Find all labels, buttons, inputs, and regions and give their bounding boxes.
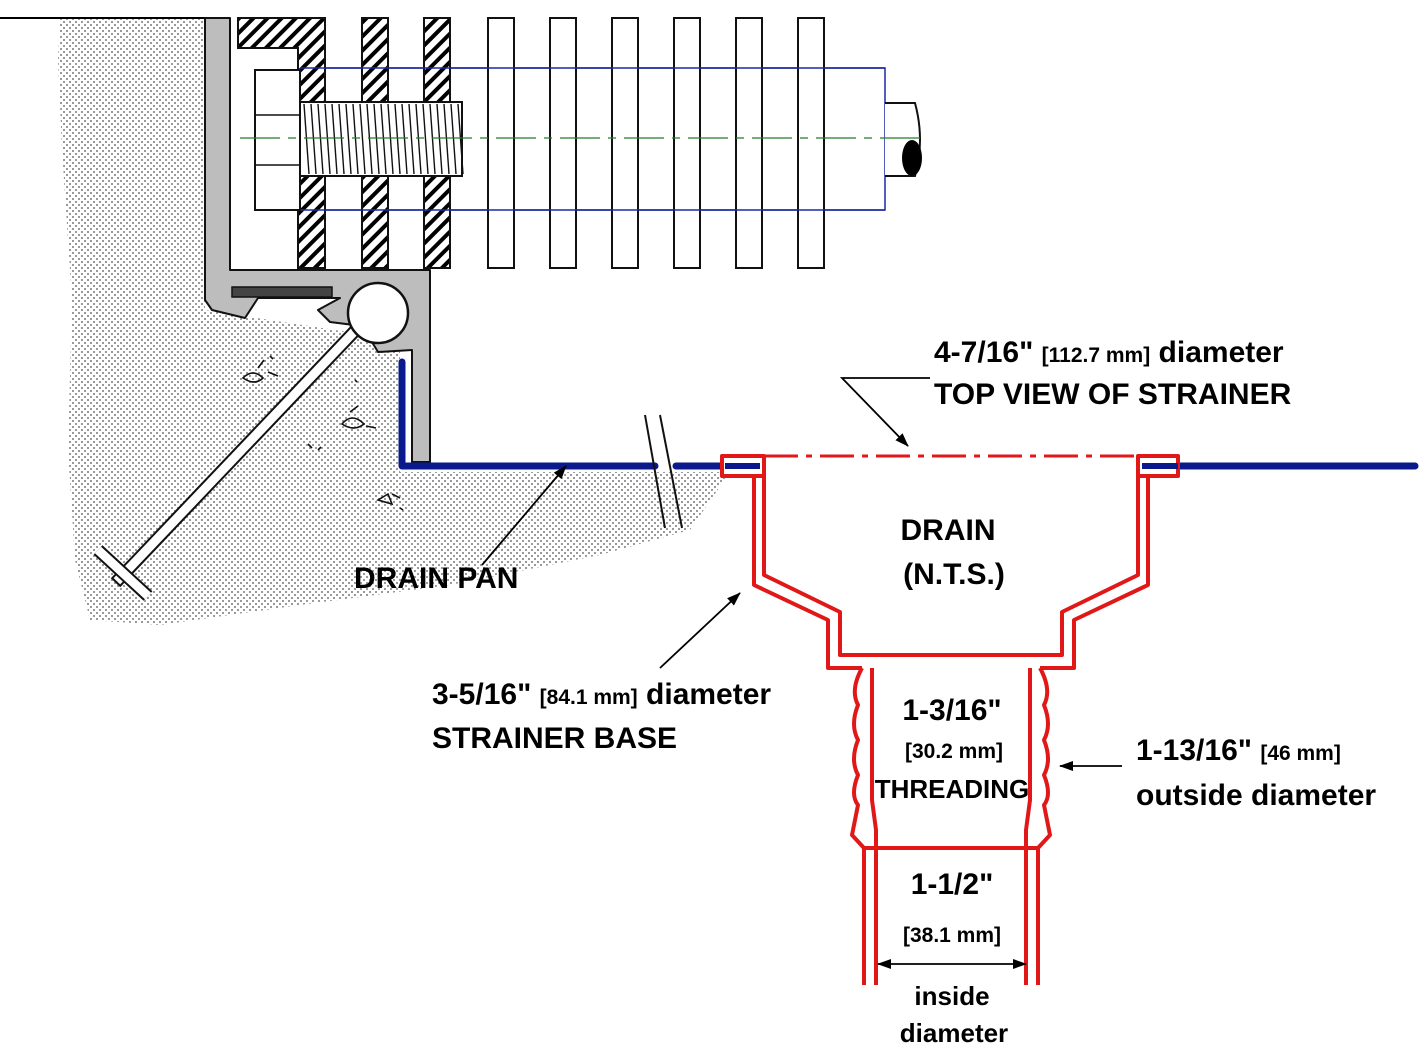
strainer-body [720, 454, 1180, 985]
drain-pan-label: DRAIN PAN [354, 562, 518, 595]
frame-gasket [231, 286, 333, 298]
bolt-thread-line [310, 103, 317, 175]
bolt-thread-line [436, 103, 443, 175]
bolt-thread-line [443, 103, 450, 175]
outside-diameter-label: outside diameter [1136, 779, 1376, 812]
bolt-thread-line [324, 103, 331, 175]
bolt-thread-line [422, 103, 429, 175]
drain-pan [398, 358, 659, 470]
bolt-thread-line [415, 103, 422, 175]
top-diameter-label: 4-7/16" [112.7 mm] diameter [934, 336, 1284, 369]
inside-word-label: inside [914, 981, 989, 1011]
base-diameter-label: 3-5/16" [84.1 mm] diameter [432, 678, 771, 711]
strainer-base-label: STRAINER BASE [432, 722, 677, 755]
bolt-thread-line [450, 103, 457, 175]
bolt-thread-line [373, 103, 380, 175]
diameter-word-label: diameter [900, 1018, 1008, 1048]
bolt-thread-line [457, 103, 464, 175]
bolt-thread-line [408, 103, 415, 175]
bolt-thread-line [352, 103, 359, 175]
nts-label: (N.T.S.) [903, 558, 1005, 591]
bolt-thread-line [387, 103, 394, 175]
drain-label: DRAIN [901, 514, 996, 547]
top-view-label: TOP VIEW OF STRAINER [934, 378, 1292, 411]
bolt [254, 69, 464, 211]
bolt-thread-line [359, 103, 366, 175]
inside-dim-label: 1-1/2" [911, 868, 994, 901]
leader-lines [481, 377, 1122, 969]
bolt-thread-line [317, 103, 324, 175]
rod-pivot [346, 281, 410, 345]
bolt-thread-line [366, 103, 373, 175]
bolt-thread-line [338, 103, 345, 175]
bolt-thread-line [345, 103, 352, 175]
thread-dim-label: 1-3/16" [902, 694, 1001, 727]
coil-fins [487, 17, 825, 269]
threading-label: THREADING [875, 774, 1030, 804]
bolt-thread-line [331, 103, 338, 175]
outside-diameter-dim-label: 1-13/16" [46 mm] [1136, 734, 1341, 767]
bolt-thread-line [380, 103, 387, 175]
bolt-thread-line [394, 103, 401, 175]
debris-marks [241, 355, 404, 511]
bolt-thread-line [303, 103, 310, 175]
thread-mm-label: [30.2 mm] [905, 740, 1003, 763]
inside-mm-label: [38.1 mm] [903, 924, 1001, 947]
bolt-thread-line [429, 103, 436, 175]
bolt-thread-line [401, 103, 408, 175]
hatched-clip [237, 17, 326, 269]
